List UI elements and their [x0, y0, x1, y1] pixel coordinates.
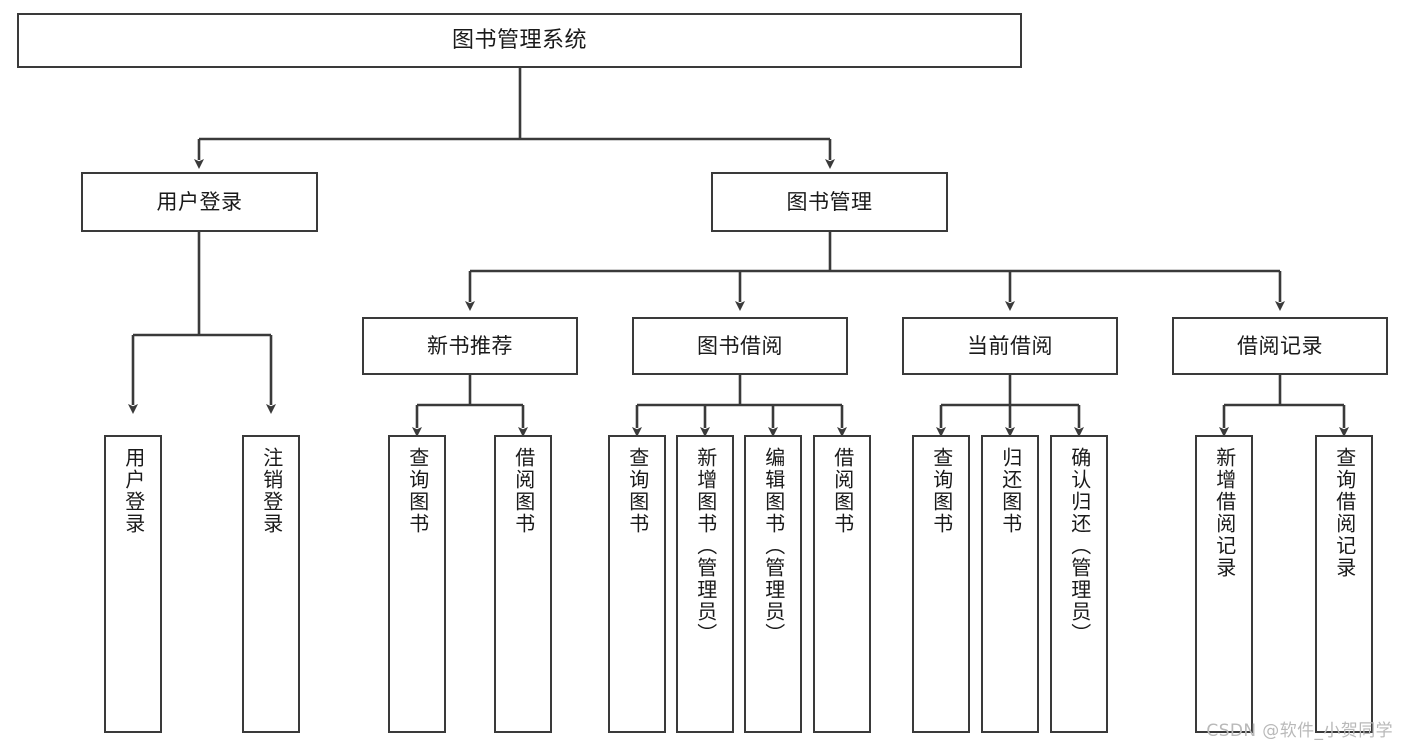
node-label: 查询图书: [929, 447, 954, 535]
node-borrow-record[interactable]: 借阅记录: [1172, 317, 1388, 375]
leaf-user-login[interactable]: 用户登录: [104, 435, 162, 733]
node-label: 确认归还（管理员）: [1067, 447, 1092, 645]
node-label: 归还图书: [998, 447, 1023, 535]
leaf-edit-book-admin[interactable]: 编辑图书（管理员）: [744, 435, 802, 733]
leaf-return-book[interactable]: 归还图书: [981, 435, 1039, 733]
leaf-confirm-return-admin[interactable]: 确认归还（管理员）: [1050, 435, 1108, 733]
node-new-book-recommend[interactable]: 新书推荐: [362, 317, 578, 375]
node-book-management[interactable]: 图书管理: [711, 172, 948, 232]
leaf-query-book-current[interactable]: 查询图书: [912, 435, 970, 733]
node-label: 用户登录: [156, 189, 243, 214]
leaf-query-book-recommend[interactable]: 查询图书: [388, 435, 446, 733]
node-label: 借阅记录: [1237, 333, 1323, 358]
node-label: 新增图书（管理员）: [693, 447, 718, 645]
node-label: 用户登录: [121, 447, 146, 535]
node-label: 查询图书: [625, 447, 650, 535]
node-label: 新书推荐: [427, 333, 513, 358]
leaf-borrow-book-recommend[interactable]: 借阅图书: [494, 435, 552, 733]
node-label: 编辑图书（管理员）: [761, 447, 786, 645]
leaf-add-book-admin[interactable]: 新增图书（管理员）: [676, 435, 734, 733]
leaf-user-logout[interactable]: 注销登录: [242, 435, 300, 733]
node-user-login[interactable]: 用户登录: [81, 172, 318, 232]
leaf-query-book-borrow[interactable]: 查询图书: [608, 435, 666, 733]
node-label: 借阅图书: [511, 447, 536, 535]
node-label: 查询借阅记录: [1332, 447, 1357, 579]
csdn-watermark: CSDN @软件_小贺同学: [1206, 721, 1393, 741]
node-book-borrow[interactable]: 图书借阅: [632, 317, 848, 375]
node-label: 图书管理: [786, 189, 873, 214]
node-root-book-management-system[interactable]: 图书管理系统: [17, 13, 1022, 68]
node-label: 查询图书: [405, 447, 430, 535]
node-label: 当前借阅: [967, 333, 1053, 358]
node-current-borrow[interactable]: 当前借阅: [902, 317, 1118, 375]
node-label: 借阅图书: [830, 447, 855, 535]
node-label: 注销登录: [259, 447, 284, 535]
leaf-borrow-book[interactable]: 借阅图书: [813, 435, 871, 733]
leaf-add-borrow-record[interactable]: 新增借阅记录: [1195, 435, 1253, 733]
node-label: 图书借阅: [697, 333, 783, 358]
leaf-query-borrow-record[interactable]: 查询借阅记录: [1315, 435, 1373, 733]
node-label: 图书管理系统: [451, 27, 587, 53]
node-label: 新增借阅记录: [1212, 447, 1237, 579]
